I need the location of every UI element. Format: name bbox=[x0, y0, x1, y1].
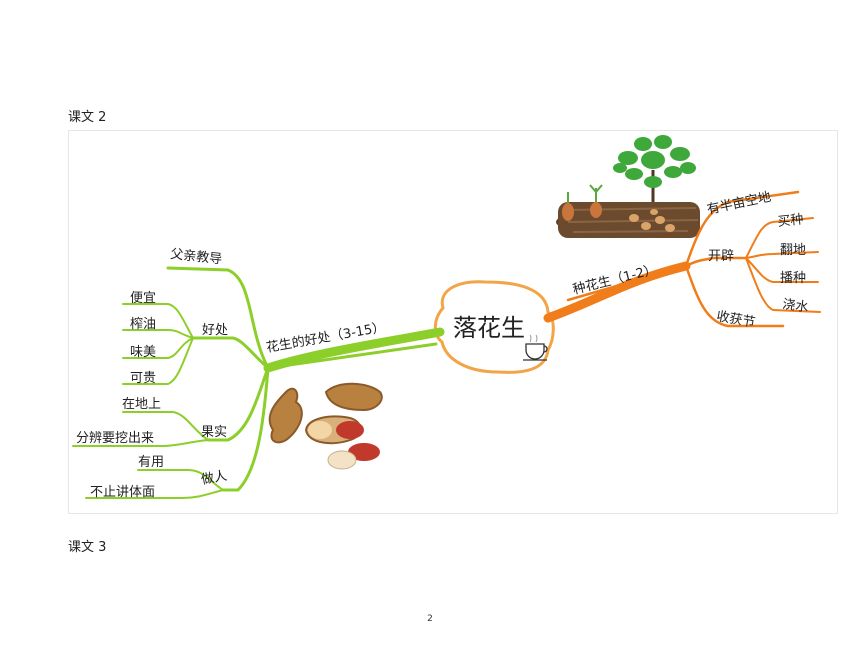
section-label-2: 课文 3 bbox=[68, 540, 107, 555]
right-branch-lines bbox=[543, 190, 821, 328]
leaf-sow: 播种 bbox=[780, 271, 806, 286]
page-number: 2 bbox=[427, 614, 433, 624]
node-harvest: 收获节 bbox=[715, 309, 756, 331]
leaf-valuable: 可贵 bbox=[130, 371, 156, 386]
leaf-dig-out: 分辨要挖出来 bbox=[76, 431, 154, 446]
peanut-icon bbox=[268, 382, 383, 470]
node-fruit: 果实 bbox=[201, 425, 227, 440]
section-label-1: 课文 2 bbox=[68, 110, 107, 125]
node-father-teaching: 父亲教导 bbox=[170, 246, 223, 267]
node-be-person: 做人 bbox=[200, 469, 228, 488]
mindmap: 落花生 花生的好处（3-15） 父亲教导 好处 便宜 榨油 味美 可贵 果实 在 bbox=[72, 135, 821, 500]
leaf-not-only-decent: 不止讲体面 bbox=[90, 485, 155, 500]
leaf-tasty: 味美 bbox=[130, 345, 156, 360]
leaf-oil: 榨油 bbox=[130, 316, 156, 332]
center-node: 落花生 bbox=[433, 280, 555, 374]
leaf-plough: 翻地 bbox=[780, 243, 806, 258]
node-half-acre: 有半亩空地 bbox=[706, 189, 773, 218]
leaf-buy-seeds: 买种 bbox=[777, 212, 804, 230]
leaf-on-ground: 在地上 bbox=[122, 397, 161, 412]
center-title: 落花生 bbox=[453, 314, 525, 342]
node-reclaim: 开辟 bbox=[708, 249, 734, 264]
peanut-plant-icon bbox=[556, 135, 700, 238]
leaf-cheap: 便宜 bbox=[130, 291, 156, 306]
node-benefits: 好处 bbox=[202, 323, 228, 338]
teacup-icon bbox=[523, 334, 548, 361]
leaf-water: 浇水 bbox=[781, 297, 809, 315]
leaf-useful: 有用 bbox=[138, 455, 164, 470]
left-branch-lines bbox=[72, 266, 445, 499]
